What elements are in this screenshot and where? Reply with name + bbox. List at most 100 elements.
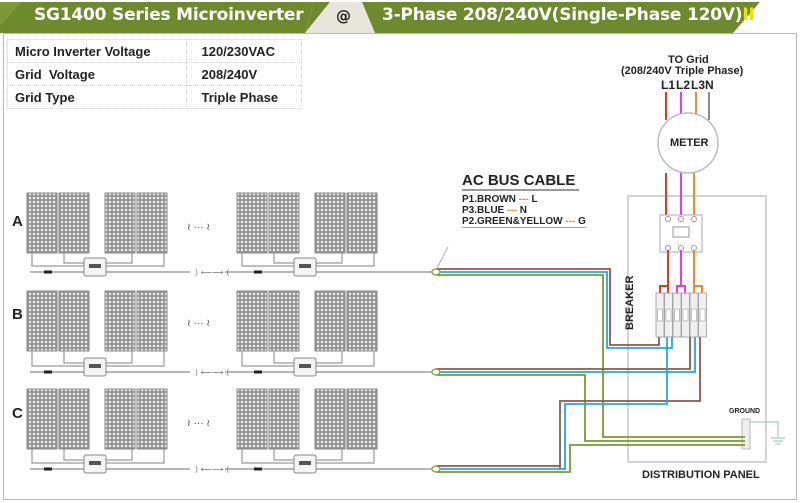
dc-lead <box>31 253 84 267</box>
spec-label: Grid Type <box>6 85 188 109</box>
wire-terminal: N <box>519 205 528 216</box>
wire-name: P2.GREEN&YELLOW <box>462 216 563 227</box>
microinverter-logo <box>89 364 101 368</box>
ac-connector <box>254 370 262 374</box>
row-c-ellipsis: ≀ ··· ≀ <box>187 418 211 429</box>
phase-title-text: 3-Phase 208/240V(Single-Phase 120V) <box>382 5 743 25</box>
microinverter-logo <box>299 264 311 268</box>
row-b-green <box>431 371 745 442</box>
wire-sep: --- <box>565 216 576 227</box>
dc-lead <box>241 449 294 464</box>
dc-lead <box>316 351 375 367</box>
breaker-handle <box>674 308 680 322</box>
solar-panel <box>346 290 378 352</box>
wire-terminal: G <box>578 216 586 227</box>
ac-connector <box>254 467 262 471</box>
line-label-l2: L2 <box>676 78 691 92</box>
dc-lead <box>241 253 294 267</box>
row-label-a: A <box>12 213 23 230</box>
breaker-handle <box>699 308 706 322</box>
solar-panel <box>136 290 168 352</box>
bus-connector <box>431 465 441 473</box>
spec-value: Triple Phase <box>186 85 302 109</box>
ac-connector <box>254 270 262 274</box>
solar-panel <box>26 192 58 254</box>
solar-panel <box>136 388 168 450</box>
distribution-panel-label: DISTRIBUTION PANEL <box>642 469 760 481</box>
solar-panel <box>314 192 346 254</box>
distribution-panel-box <box>627 195 767 463</box>
row-label-b: B <box>12 306 23 323</box>
solar-panel <box>346 388 378 450</box>
ground-bar <box>741 418 751 450</box>
breaker-handle <box>691 308 697 322</box>
line-label-l3: L3 <box>691 78 706 92</box>
solar-panel <box>236 388 268 450</box>
solar-panel <box>104 290 136 352</box>
breaker-label: BREAKER <box>624 275 636 330</box>
microinverter-logo <box>89 461 101 465</box>
ac-bus-title: AC BUS CABLE <box>462 172 580 191</box>
dc-lead <box>106 351 133 364</box>
dc-lead <box>106 253 165 267</box>
dc-lead <box>273 351 294 364</box>
dc-lead <box>63 253 84 264</box>
switch-terminal <box>691 216 697 222</box>
dc-lead <box>273 253 294 264</box>
solar-panel <box>268 388 300 450</box>
solar-panel <box>58 192 90 254</box>
row-a-ellipsis: ≀ ··· ≀ <box>187 222 211 233</box>
row-b-blue <box>432 337 696 373</box>
grid-subtitle: (208/240V Triple Phase) <box>621 65 744 77</box>
bus-break-mark: ⟩ ⟵⟶ ⟨ <box>195 268 229 277</box>
solar-panel <box>346 192 378 254</box>
switch-terminal <box>678 245 684 251</box>
left-banner <box>0 2 314 33</box>
wire-name: P3.BLUE <box>462 205 505 216</box>
switch-terminal <box>665 216 671 222</box>
dc-lead <box>106 253 133 264</box>
breaker-handle <box>657 308 663 322</box>
solar-panel <box>268 192 300 254</box>
dc-lead <box>316 449 343 461</box>
solar-panel <box>268 290 300 352</box>
ac-connector <box>44 270 52 274</box>
bus-wire-brown: P1.BROWN --- L <box>462 194 538 205</box>
row-c-brown <box>559 337 701 470</box>
dc-lead <box>63 449 84 461</box>
wire-terminal: L <box>531 194 538 205</box>
at-separator: @ <box>336 7 351 25</box>
dc-lead <box>241 351 294 367</box>
separator-tab <box>305 2 375 33</box>
dc-lead <box>106 351 165 367</box>
solar-panel <box>58 388 90 450</box>
header-banner <box>0 2 760 33</box>
spec-label: Micro Inverter Voltage <box>6 39 188 63</box>
cable-pointer <box>435 246 449 271</box>
wire-name: P1.BROWN <box>462 194 516 205</box>
solar-panel <box>104 192 136 254</box>
spec-label: Grid Voltage <box>6 62 188 86</box>
line-label-l1: L1 <box>661 78 676 92</box>
right-banner <box>362 2 760 33</box>
bus-break-mark: ⟩ ⟵⟶ ⟨ <box>195 465 229 474</box>
row-a-blue <box>432 271 673 349</box>
solar-panel <box>58 290 90 352</box>
switch-terminal <box>678 216 684 222</box>
dc-lead <box>273 449 294 461</box>
microinverter-logo <box>299 461 311 465</box>
wire-sep: --- <box>518 194 529 205</box>
ac-connector <box>44 370 52 374</box>
breaker-feed-l2 <box>676 250 682 295</box>
solar-panel <box>104 388 136 450</box>
row-b-brown <box>431 337 691 373</box>
bus-break-mark: ⟩ ⟵⟶ ⟨ <box>195 368 229 377</box>
wire-sep: --- <box>507 205 518 216</box>
ground-wire <box>750 421 779 437</box>
meter-circle <box>657 112 719 174</box>
dc-lead <box>316 253 343 264</box>
